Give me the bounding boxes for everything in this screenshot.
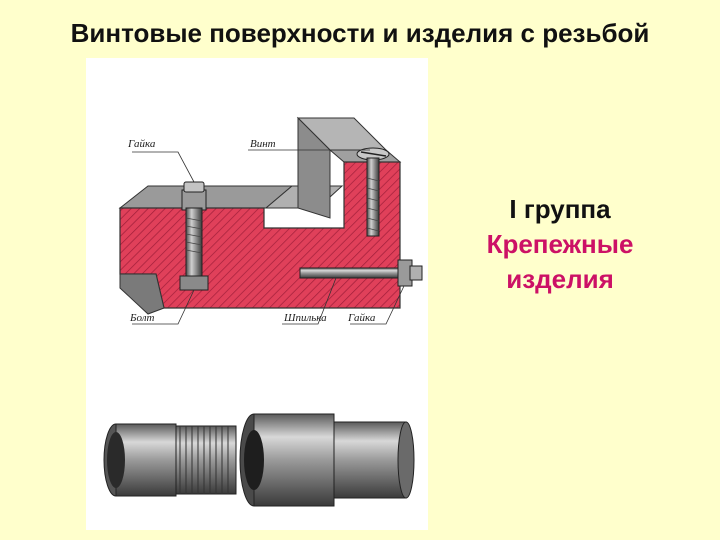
bolt bbox=[179, 181, 209, 291]
label-nut-top: Гайка bbox=[128, 138, 156, 150]
stud bbox=[299, 259, 423, 287]
pipe-coupling bbox=[103, 413, 415, 507]
group-caption: I группа Крепежные изделия bbox=[440, 192, 680, 297]
group-title: I группа bbox=[509, 194, 611, 224]
fastener-figure: Гайка Винт Болт Шпилька Гайка bbox=[86, 58, 428, 530]
label-bolt: Болт bbox=[130, 312, 155, 324]
label-screw: Винт bbox=[250, 138, 276, 150]
slide-title: Винтовые поверхности и изделия с резьбой bbox=[70, 18, 650, 48]
group-subtitle-line1: Крепежные bbox=[486, 229, 634, 259]
group-subtitle-line2: изделия bbox=[506, 264, 614, 294]
screw bbox=[356, 147, 390, 237]
label-stud: Шпилька bbox=[284, 312, 327, 324]
label-nut-bottom: Гайка bbox=[348, 312, 376, 324]
cross-section bbox=[119, 161, 401, 315]
fastener-drawing bbox=[103, 116, 423, 507]
leader-lines bbox=[132, 149, 405, 325]
